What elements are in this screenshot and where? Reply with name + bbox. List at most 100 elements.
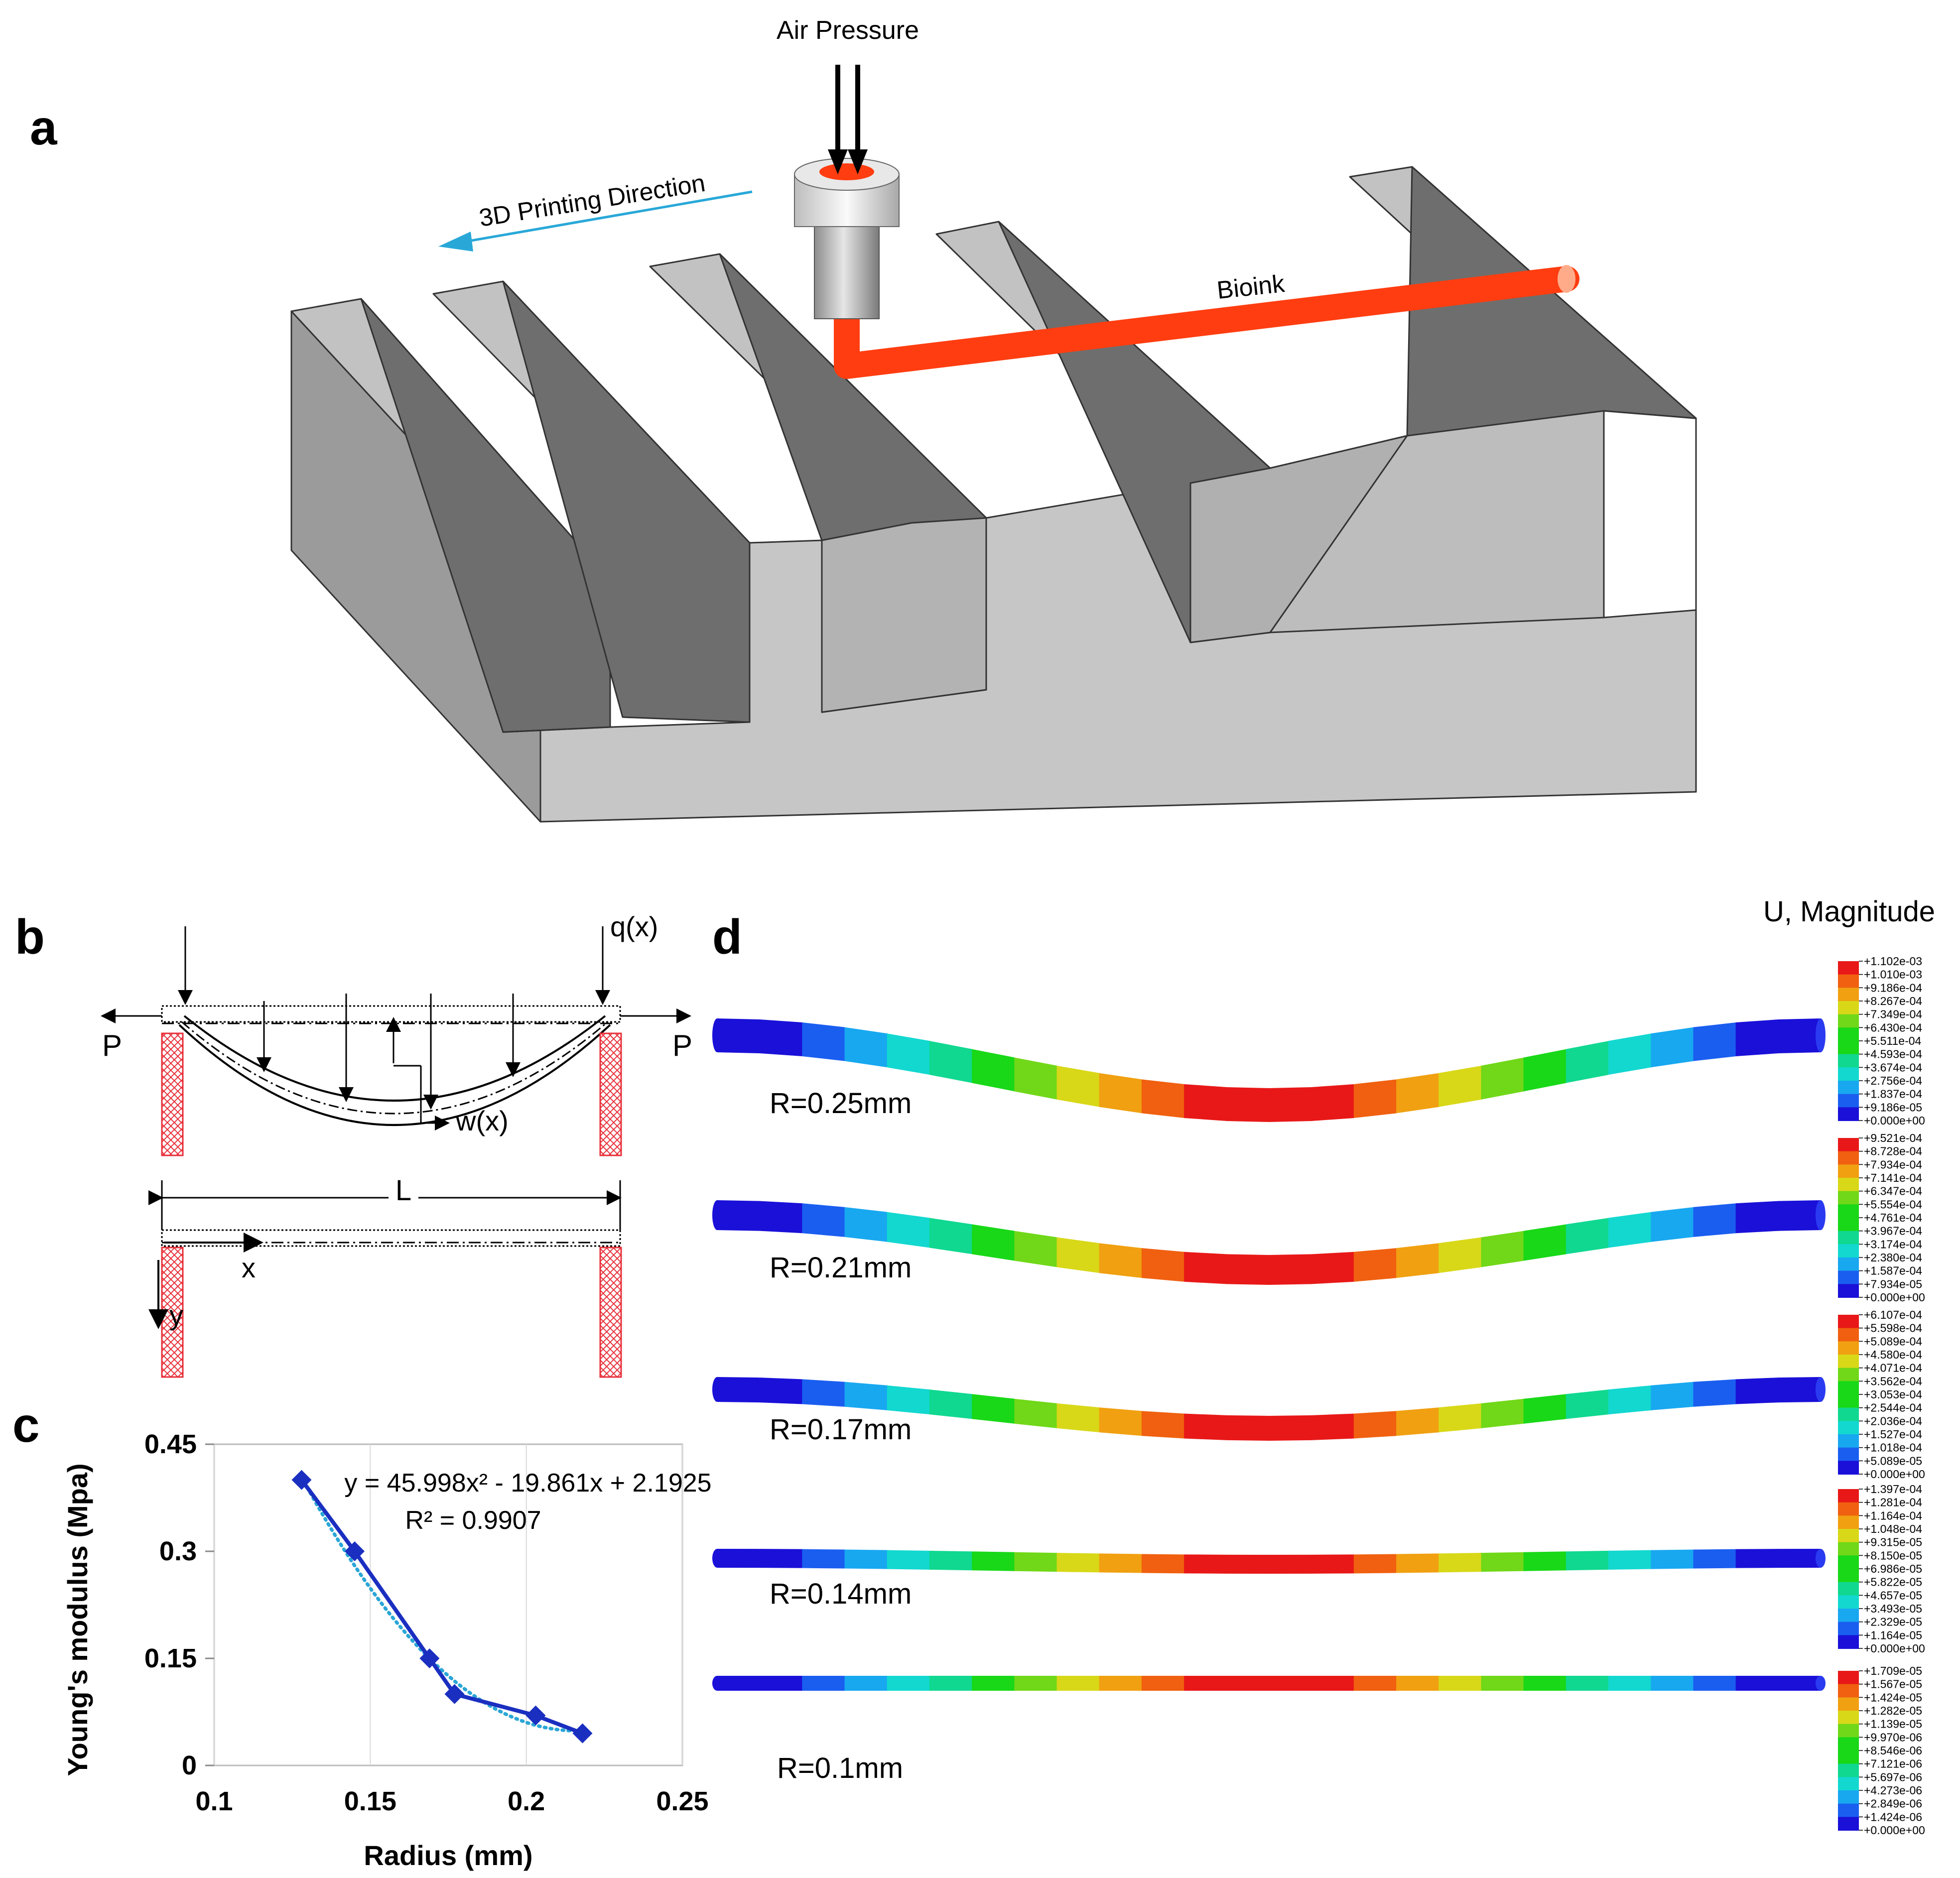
rod-segment xyxy=(760,1676,803,1691)
legend-value: +2.380e-04 xyxy=(1864,1251,1922,1264)
rod-segment xyxy=(929,1389,973,1419)
legend-swatch xyxy=(1838,1684,1859,1698)
legend-swatch xyxy=(1838,1394,1859,1408)
deflected-beam-lower xyxy=(178,1024,611,1126)
rod-segment xyxy=(972,1551,1015,1571)
rod-segment xyxy=(1099,1073,1142,1114)
legend-swatch xyxy=(1838,1671,1859,1685)
y-tick-label: 0.15 xyxy=(144,1643,197,1673)
support-right-bottom xyxy=(599,1247,622,1378)
legend-swatch xyxy=(1838,1595,1859,1609)
rod-segment xyxy=(929,1550,973,1571)
rod-segment xyxy=(1566,1550,1609,1571)
legend-value: +5.089e-05 xyxy=(1864,1454,1922,1467)
rod-segment xyxy=(1099,1676,1142,1691)
legend-swatch xyxy=(1838,1257,1859,1271)
legend-title: U, Magnitude xyxy=(1763,895,1935,928)
rod-segment xyxy=(760,1019,803,1057)
plot-area xyxy=(213,1443,683,1766)
panel-label-a: a xyxy=(30,100,58,155)
rod-segment xyxy=(844,1549,888,1569)
force-label-left: P xyxy=(102,1029,122,1062)
rod-segment xyxy=(1269,1415,1312,1441)
rod-label: R=0.21mm xyxy=(770,1252,912,1284)
rod-segment xyxy=(1311,1554,1354,1574)
panel-a: a xyxy=(30,16,1697,823)
legend-swatch xyxy=(1838,1355,1859,1369)
color-legend-2: +6.107e-04+5.598e-04+5.089e-04+4.580e-04… xyxy=(1838,1308,1925,1481)
rod-segment xyxy=(1523,1394,1567,1424)
legend-value: +4.761e-04 xyxy=(1864,1211,1922,1224)
rod-segment xyxy=(1141,1554,1185,1574)
panel-label-b: b xyxy=(15,909,45,964)
legend-swatch xyxy=(1838,1041,1859,1055)
rod-segment xyxy=(1438,1237,1482,1273)
rod-segment xyxy=(1693,1676,1736,1691)
legend-value: +2.849e-06 xyxy=(1864,1797,1922,1810)
rod-segment xyxy=(887,1676,930,1691)
legend-value: +8.267e-04 xyxy=(1864,995,1922,1007)
rod-segment xyxy=(1566,1218,1609,1254)
rod-segment xyxy=(972,1394,1015,1424)
legend-swatch xyxy=(1838,1328,1859,1342)
legend-swatch xyxy=(1838,1138,1859,1152)
rod-segment xyxy=(1693,1203,1736,1237)
legend-swatch xyxy=(1838,1697,1859,1711)
rod-segment xyxy=(760,1549,803,1568)
x-tick-label: 0.15 xyxy=(344,1786,396,1816)
legend-value: +1.527e-04 xyxy=(1864,1428,1922,1441)
legend-swatch xyxy=(1838,1191,1859,1205)
rod-segment xyxy=(1396,1243,1439,1278)
legend-swatch xyxy=(1838,1151,1859,1165)
legend-value: +2.329e-05 xyxy=(1864,1616,1922,1628)
legend-swatch xyxy=(1838,1542,1859,1556)
rod-segment xyxy=(717,1200,761,1231)
rod-segment xyxy=(1438,1065,1482,1107)
legend-swatch xyxy=(1838,1724,1859,1738)
legend-swatch xyxy=(1838,1270,1859,1285)
rod-end-right xyxy=(1816,1377,1826,1402)
rod-end-left xyxy=(712,1018,722,1052)
deflection-indicator xyxy=(386,1017,450,1130)
panel-label-d: d xyxy=(712,909,742,964)
legend-value: +7.934e-04 xyxy=(1864,1158,1922,1171)
rod-segment xyxy=(1481,1057,1524,1100)
rod-segment xyxy=(1778,1676,1821,1691)
data-point xyxy=(525,1705,546,1726)
rod-segment xyxy=(1014,1676,1057,1691)
load-arrows xyxy=(178,926,610,1110)
legend-swatch xyxy=(1838,1461,1859,1475)
rod-segment xyxy=(1353,1411,1397,1439)
rod-segment xyxy=(1311,1676,1354,1691)
legend-value: +5.554e-04 xyxy=(1864,1198,1922,1211)
rod-segment xyxy=(1269,1676,1312,1691)
rod-segment xyxy=(1651,1676,1694,1691)
legend-value: +6.986e-05 xyxy=(1864,1562,1922,1575)
rod-end-right xyxy=(1816,1018,1826,1052)
rod-segment xyxy=(1608,1676,1652,1691)
rod-segment xyxy=(1608,1212,1652,1248)
legend-value: +7.141e-04 xyxy=(1864,1171,1922,1184)
rod-segment xyxy=(1184,1084,1227,1121)
deflection-label: w(x) xyxy=(455,1105,509,1136)
y-tick-label: 0.3 xyxy=(159,1536,197,1566)
data-point xyxy=(444,1684,465,1704)
legend-value: +9.970e-06 xyxy=(1864,1731,1922,1744)
rod-segment xyxy=(929,1218,973,1254)
rod-label: R=0.17mm xyxy=(770,1413,912,1446)
deflected-beam-center xyxy=(181,1021,608,1115)
rod-segment xyxy=(1311,1084,1354,1121)
rod-end-right xyxy=(1816,1200,1826,1230)
rod-segment xyxy=(1014,1552,1057,1572)
rod-segment xyxy=(1226,1415,1270,1441)
legend-value: +5.697e-06 xyxy=(1864,1770,1922,1783)
rod-label: R=0.1mm xyxy=(777,1752,903,1784)
bioink-strand xyxy=(834,265,1579,379)
rod-segment xyxy=(1056,1676,1100,1691)
deflected-beam-upper xyxy=(183,1015,606,1102)
legend-swatch xyxy=(1838,1555,1859,1569)
rod-segment xyxy=(1184,1413,1227,1440)
legend-value: +4.273e-06 xyxy=(1864,1784,1922,1797)
printing-direction-label: 3D Printing Direction xyxy=(477,169,707,232)
